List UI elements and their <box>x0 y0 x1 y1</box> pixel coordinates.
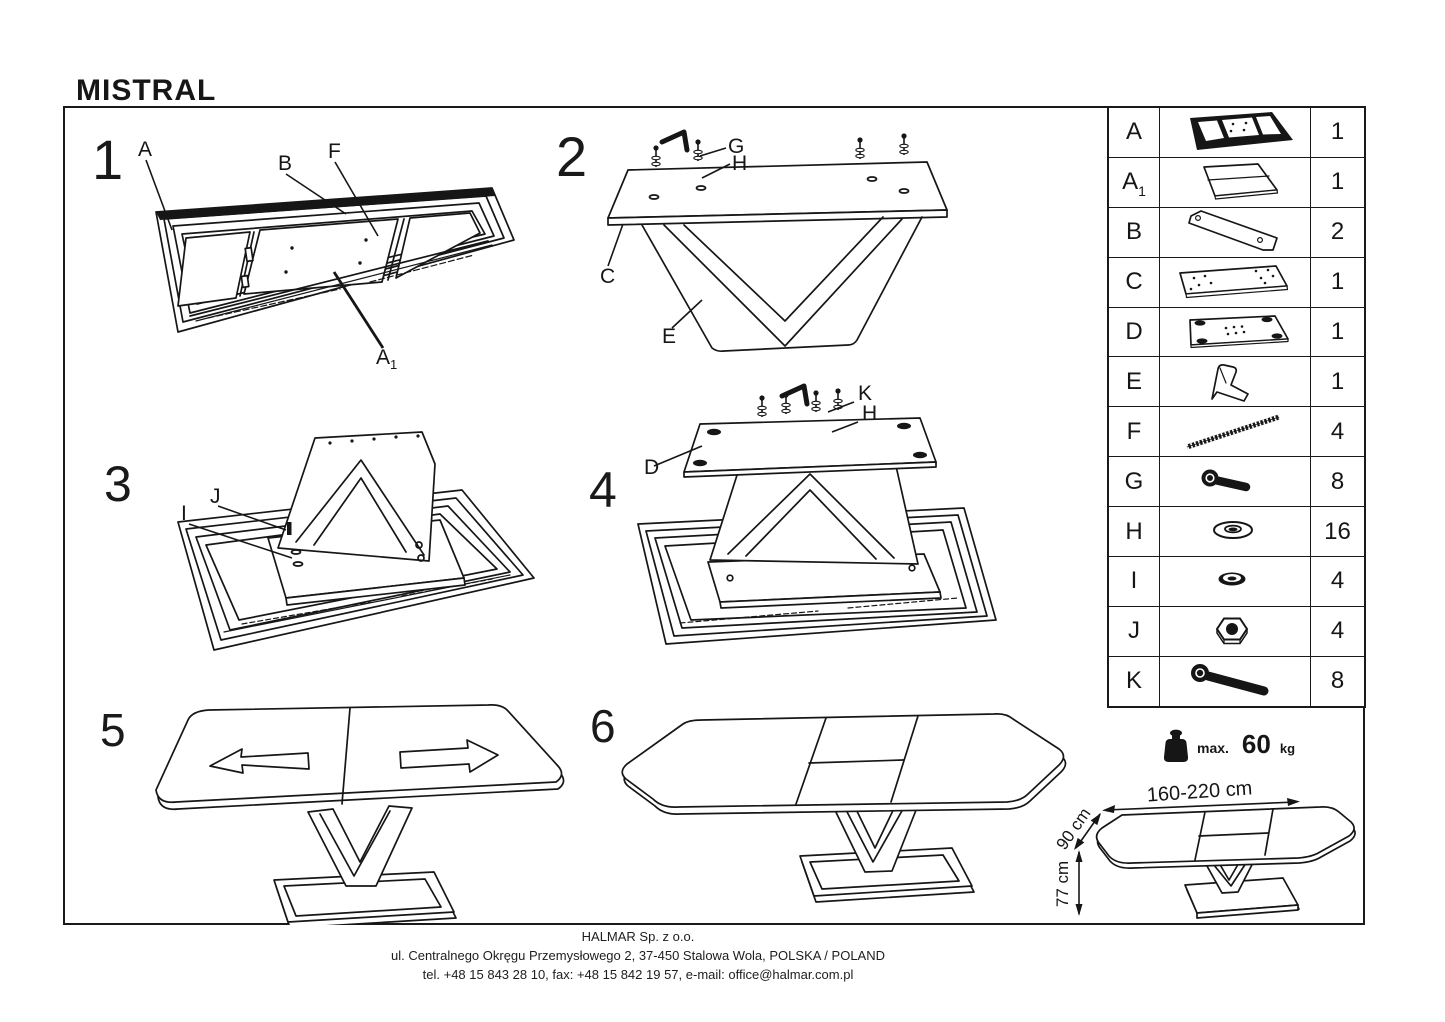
footer-address: ul. Centralnego Okręgu Przemysłowego 2, … <box>390 948 885 963</box>
load-limit-unit: kg <box>1279 741 1296 756</box>
step2-drawing: G H C E <box>600 118 948 353</box>
extend-arrow-right-icon <box>399 739 499 773</box>
parts-row-b: B 2 <box>1109 206 1364 257</box>
step1-drawing: A B F A1 <box>138 138 515 372</box>
pedestal-leg-icon <box>1160 357 1311 407</box>
step6-number: 6 <box>590 700 616 752</box>
parts-row-c: C 1 <box>1109 256 1364 307</box>
base-plate-icon <box>1160 307 1311 357</box>
parts-row-k: K 8 <box>1109 655 1364 706</box>
step4-part-label-d: D <box>644 456 659 479</box>
footer-contact: tel. +48 15 843 28 10, fax: +48 15 842 1… <box>422 967 854 982</box>
tabletop-frame-icon <box>1160 108 1311 157</box>
step1-part-label-f: F <box>328 140 341 163</box>
part-letter: A <box>1109 108 1160 157</box>
step4-drawing: K H D <box>637 382 997 645</box>
step3-drawing: J I <box>177 431 535 651</box>
top-plate-icon <box>1160 257 1311 307</box>
footer-company: HALMAR Sp. z o.o. <box>581 929 695 944</box>
parts-row-i: I 4 <box>1109 556 1364 606</box>
parts-row-a: A 1 <box>1109 108 1364 157</box>
height-dimension-label: 77 cm <box>1053 861 1072 907</box>
step1-part-label-a1: A1 <box>376 346 397 372</box>
extend-arrow-left-icon <box>209 748 310 774</box>
parts-row-h: H 16 <box>1109 506 1364 557</box>
step4-number: 4 <box>589 462 617 518</box>
length-dimension-label: 160-220 cm <box>1146 777 1253 806</box>
step4-part-label-k: K <box>858 382 872 405</box>
large-washer-icon <box>1160 507 1311 557</box>
step3-part-label-i: I <box>181 502 187 525</box>
parts-row-e: E 1 <box>1109 356 1364 407</box>
hex-nut-icon <box>1160 606 1311 656</box>
parts-row-j: J 4 <box>1109 605 1364 656</box>
step2-number: 2 <box>556 125 588 188</box>
part-qty: 1 <box>1330 118 1345 146</box>
part-qty: 16 <box>1324 517 1351 545</box>
extension-leaf-icon <box>1160 157 1311 207</box>
part-letter: K <box>1109 656 1160 706</box>
depth-dimension-label: 90 cm <box>1052 804 1094 853</box>
step3-number: 3 <box>104 456 132 512</box>
step2-part-label-e: E <box>662 325 676 348</box>
part-letter: D <box>1109 307 1160 357</box>
part-qty: 4 <box>1330 417 1345 445</box>
step5-drawing <box>155 704 565 925</box>
part-letter: F <box>1109 407 1160 457</box>
threaded-rod-icon <box>1160 407 1311 457</box>
part-letter: G <box>1109 457 1160 507</box>
parts-row-d: D 1 <box>1109 306 1364 357</box>
weight-icon <box>1163 729 1189 762</box>
step1-number: 1 <box>92 128 124 191</box>
parts-row-f: F 4 <box>1109 406 1364 457</box>
page-title: MISTRAL <box>76 74 217 107</box>
dimensions-drawing: 160-220 cm 90 cm 77 cm <box>1052 777 1356 919</box>
step2-part-label-g: G <box>728 135 744 158</box>
long-bolt-icon <box>1160 656 1311 706</box>
part-qty: 1 <box>1330 318 1345 345</box>
support-beam-icon <box>1160 207 1311 257</box>
step3-part-label-j: J <box>210 485 221 508</box>
part-letter: C <box>1109 257 1160 307</box>
load-limit: max. 60 kg <box>1163 729 1295 764</box>
part-letter: I <box>1109 557 1160 606</box>
part-qty: 1 <box>1330 268 1345 296</box>
step1-part-label-b: B <box>278 152 292 175</box>
part-letter: J <box>1109 606 1160 656</box>
step4-part-label-h: H <box>862 402 877 425</box>
part-qty: 2 <box>1330 218 1345 246</box>
part-qty: 4 <box>1330 567 1345 595</box>
part-letter: E <box>1109 357 1160 407</box>
part-qty: 1 <box>1330 367 1345 395</box>
part-letter: H <box>1109 507 1160 557</box>
part-qty: 4 <box>1330 617 1345 645</box>
short-bolt-icon <box>1160 457 1311 507</box>
load-limit-value: 60 <box>1241 729 1271 759</box>
load-limit-prefix: max. <box>1197 740 1229 756</box>
part-qty: 8 <box>1330 667 1345 695</box>
step6-drawing <box>621 713 1067 903</box>
step2-part-label-h: H <box>732 152 747 175</box>
small-washer-icon <box>1160 557 1311 606</box>
part-letter: B <box>1109 207 1160 257</box>
part-qty: 1 <box>1330 168 1345 196</box>
step5-number: 5 <box>100 704 126 756</box>
parts-row-g: G 8 <box>1109 456 1364 507</box>
footer: HALMAR Sp. z o.o. ul. Centralnego Okręgu… <box>63 927 1213 984</box>
step2-part-label-c: C <box>600 265 615 288</box>
part-qty: 8 <box>1330 467 1345 495</box>
step1-part-label-a: A <box>138 138 152 161</box>
